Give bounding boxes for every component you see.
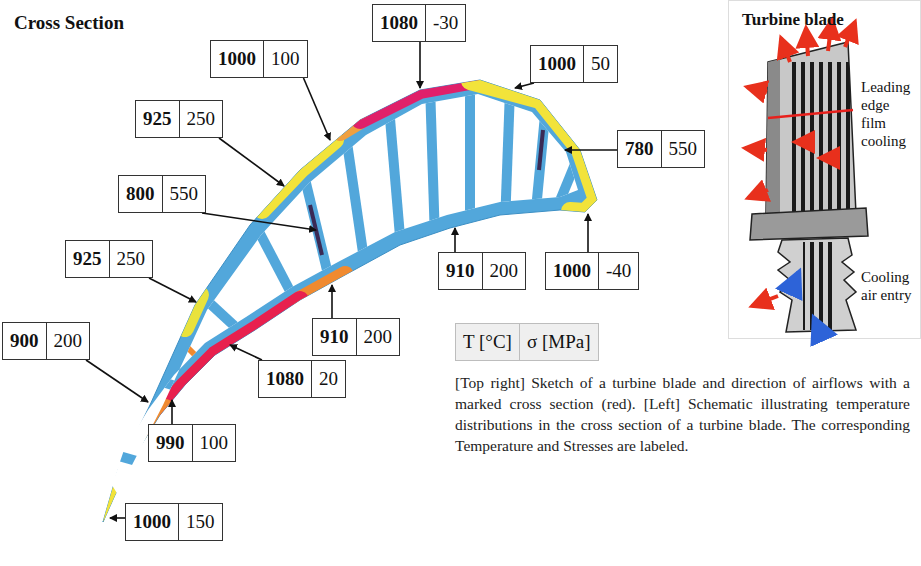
temperature-value: 1000 — [126, 504, 179, 540]
key-text: T [°C] — [456, 324, 520, 360]
callout-box: 990100 — [148, 424, 236, 462]
leader-arrow — [454, 228, 456, 252]
leader-arrow — [230, 345, 262, 360]
callout-box: 780550 — [617, 130, 705, 168]
callout-box: 900200 — [2, 322, 90, 360]
key-box: T [°C]σ [MPa] — [455, 323, 599, 361]
stress-value: 20 — [312, 361, 345, 397]
callout-box: 925250 — [135, 100, 223, 138]
leader-arrow — [419, 42, 421, 88]
leader-arrow — [565, 149, 617, 151]
stress-value: 100 — [264, 41, 307, 77]
stress-value: 200 — [483, 253, 526, 289]
blade-section — [100, 80, 597, 532]
stress-value: 200 — [357, 319, 400, 355]
stress-value: -40 — [599, 253, 638, 289]
stress-value: 250 — [180, 101, 223, 137]
leader-arrow — [515, 83, 534, 88]
callout-box: 1000150 — [125, 503, 223, 541]
leader-arrow — [149, 278, 196, 302]
leader-arrow — [86, 360, 148, 402]
temperature-value: 990 — [149, 425, 193, 461]
callout-box: 800550 — [118, 175, 206, 213]
leader-arrow — [171, 400, 173, 424]
key-text: σ [MPa] — [520, 324, 598, 360]
stress-value: -30 — [426, 5, 465, 41]
leader-arrow — [110, 517, 125, 519]
temperature-value: 1000 — [546, 253, 599, 289]
temperature-value: 910 — [313, 319, 357, 355]
leader-arrow — [304, 78, 331, 140]
callout-box: 910200 — [438, 252, 526, 290]
callout-box: 1000100 — [210, 40, 308, 78]
figure-caption: [Top right] Sketch of a turbine blade an… — [455, 373, 910, 457]
callout-box: 1080-30 — [372, 4, 466, 42]
leader-arrow — [331, 285, 333, 318]
stress-value: 100 — [193, 425, 236, 461]
callout-box: 910200 — [312, 318, 400, 356]
airflow-label: Cooling air entry — [861, 268, 918, 304]
leader-arrow — [202, 213, 316, 230]
callout-box: 108020 — [258, 360, 346, 398]
temperature-value: 780 — [618, 131, 662, 167]
temperature-value: 800 — [119, 176, 163, 212]
section-title: Cross Section — [14, 12, 124, 34]
callout-box: 100050 — [530, 45, 618, 83]
stress-value: 550 — [662, 131, 705, 167]
callout-box: 1000-40 — [545, 252, 639, 290]
panel-title: Turbine blade — [742, 10, 844, 30]
airflow-label: Leading edge film cooling — [861, 78, 918, 150]
temperature-value: 910 — [439, 253, 483, 289]
stress-value: 200 — [47, 323, 90, 359]
temperature-value: 1080 — [373, 5, 426, 41]
callout-box: 925250 — [65, 240, 153, 278]
temperature-value: 925 — [66, 241, 110, 277]
stress-value: 50 — [584, 46, 617, 82]
temperature-value: 925 — [136, 101, 180, 137]
temperature-value: 1000 — [211, 41, 264, 77]
turbine-blade-sketch — [745, 20, 868, 336]
stress-value: 550 — [163, 176, 206, 212]
temperature-value: 1080 — [259, 361, 312, 397]
temperature-value: 1000 — [531, 46, 584, 82]
stress-value: 150 — [179, 504, 222, 540]
leader-arrow — [587, 214, 589, 252]
temperature-value: 900 — [3, 323, 47, 359]
stress-value: 250 — [110, 241, 153, 277]
leader-arrow — [219, 138, 284, 186]
